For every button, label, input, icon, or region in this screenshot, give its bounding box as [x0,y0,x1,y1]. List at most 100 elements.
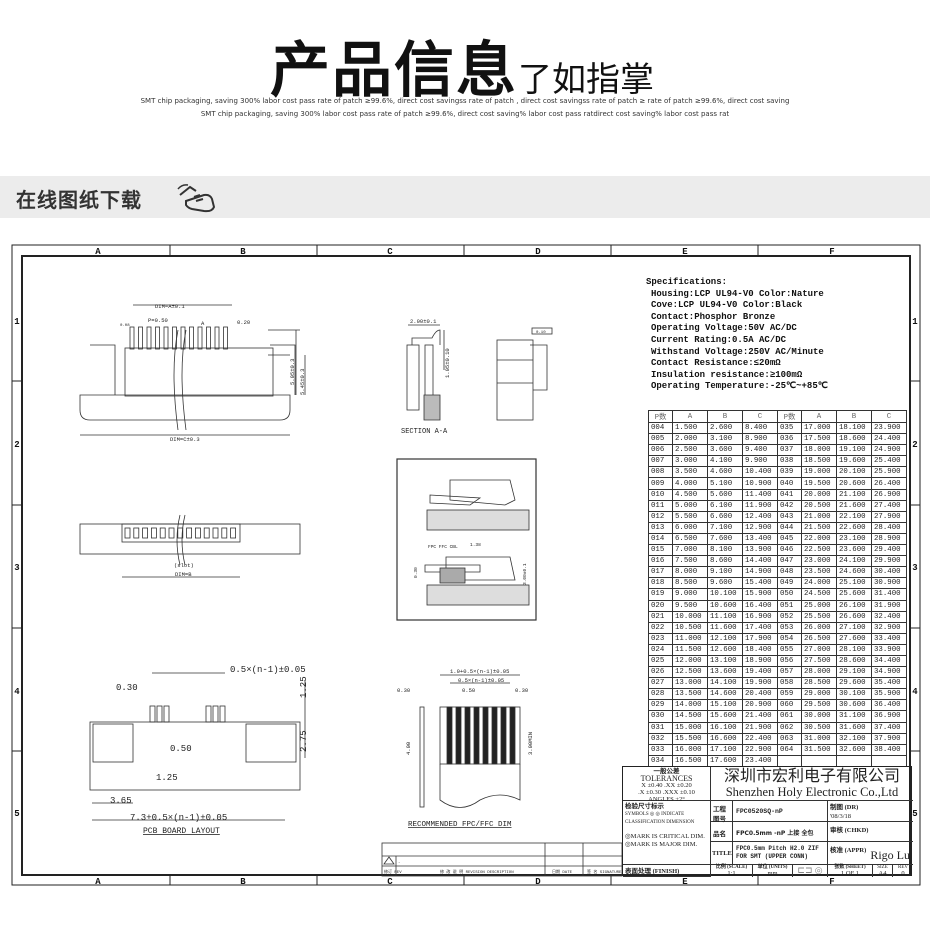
col-label-d: D [535,247,541,257]
table-cell: 34.400 [871,654,907,668]
hand-pointer-icon[interactable] [176,183,218,213]
table-cell: 7.100 [707,521,743,534]
table-cell: 31.500 [801,743,837,756]
table-cell: 14.900 [742,566,778,579]
fpc-conductor [491,706,498,765]
table-cell: 063 [777,732,802,745]
table-cell: 10.400 [742,466,778,479]
table-cell: 35.900 [871,688,907,701]
rev-value: 0 [901,870,905,877]
contact-pin [129,326,135,350]
contact-pad [177,527,184,539]
table-cell: 29.000 [801,688,837,701]
spec-line: Housing:LCP UL94-V0 Color:Nature [651,288,824,299]
fpc-conductor [509,706,516,765]
table-cell: 044 [777,521,802,534]
table-cell: 037 [777,444,802,457]
company-cell: 深圳市宏利电子有限公司 Shenzhen Holy Electronic Co.… [711,767,913,801]
table-cell: 31.400 [871,588,907,601]
section-title: 在线图纸下载 [16,188,142,212]
section-band [0,176,930,218]
table-cell: 11.100 [707,610,743,623]
col-label-e-bottom: E [682,877,688,887]
size-value: A4 [878,870,887,877]
insp-label: 检验尺寸标示 [625,803,664,810]
table-cell: 049 [777,577,802,590]
row-label-3-right: 3 [912,563,917,573]
contact-pad [159,527,166,539]
table-cell: 035 [777,421,802,435]
table-cell: 7.000 [672,544,708,557]
table-cell: 005 [648,433,673,446]
contact-pin [163,326,169,350]
table-cell: 15.500 [672,732,708,745]
sheet-cell: 张数 (SHEET)1 OF 1 [828,865,873,877]
table-cell: 25.500 [801,610,837,623]
pitch-label: P=0.50 [148,317,168,324]
specs-heading: Specifications: [646,277,728,287]
table-cell: 2.500 [672,444,708,457]
tol-en: TOLERANCES [640,774,693,783]
table-cell: 22.600 [836,521,872,534]
column-header: B [707,410,743,423]
table-cell [777,754,802,767]
table-cell: 19.400 [742,666,778,679]
pcb-dim-365: 3.65 [110,796,132,806]
table-cell: 12.500 [672,666,708,679]
units-label: 单位 (UNITS) [757,865,788,870]
table-cell: 9.100 [707,566,743,579]
sheet-value: 1 OF 1 [840,870,860,877]
projection-symbol-icon: ⊏⊐ ◎ [793,865,828,877]
table-cell: 9.500 [672,599,708,612]
table-cell: 31.000 [801,732,837,745]
table-cell: 060 [777,699,802,712]
table-cell: 16.500 [672,754,708,767]
contact-pad [150,527,157,539]
table-cell [836,754,872,767]
tol-cn: 一般公差 [653,768,680,775]
connector-top-view [79,304,306,436]
table-cell: 37.400 [871,721,907,734]
table-cell: 050 [777,588,802,601]
dim-b-label: DIM=B [175,571,192,578]
table-cell: 23.400 [742,754,778,767]
table-cell: 32.600 [836,743,872,756]
pcb-layout [89,672,306,821]
table-cell: 27.500 [801,654,837,668]
revision-triangle-icon [383,856,395,865]
table-cell: 034 [648,754,673,767]
fpc-dim-400: 4.00 [405,742,412,755]
table-cell: 10.000 [672,610,708,623]
fpc-conductor [464,706,471,765]
table-cell: 30.000 [801,710,837,723]
col-label-b: B [240,247,246,257]
table-cell: 21.100 [836,488,872,501]
fpc-conductor [473,706,480,765]
table-cell: 28.900 [871,532,907,546]
table-cell: 055 [777,643,802,656]
table-cell: 13.100 [707,654,743,668]
table-cell: 15.600 [707,710,743,723]
page-title: 产品信息了如指掌 [270,22,654,109]
table-cell: 18.400 [742,643,778,656]
section-label: SECTION A-A [401,428,448,436]
table-cell: 10.900 [742,477,778,490]
table-cell: 013 [648,521,673,534]
fpc-cable-label: FPC FFC CBL [428,544,458,550]
table-cell: 26.100 [836,599,872,612]
table-cell: 029 [648,699,673,712]
detail-view [396,458,537,621]
table-cell: 062 [777,721,802,734]
table-cell: 016 [648,555,673,568]
table-cell: 3.500 [672,466,708,479]
fpc-dim-min: 3.00MIN [527,732,534,755]
